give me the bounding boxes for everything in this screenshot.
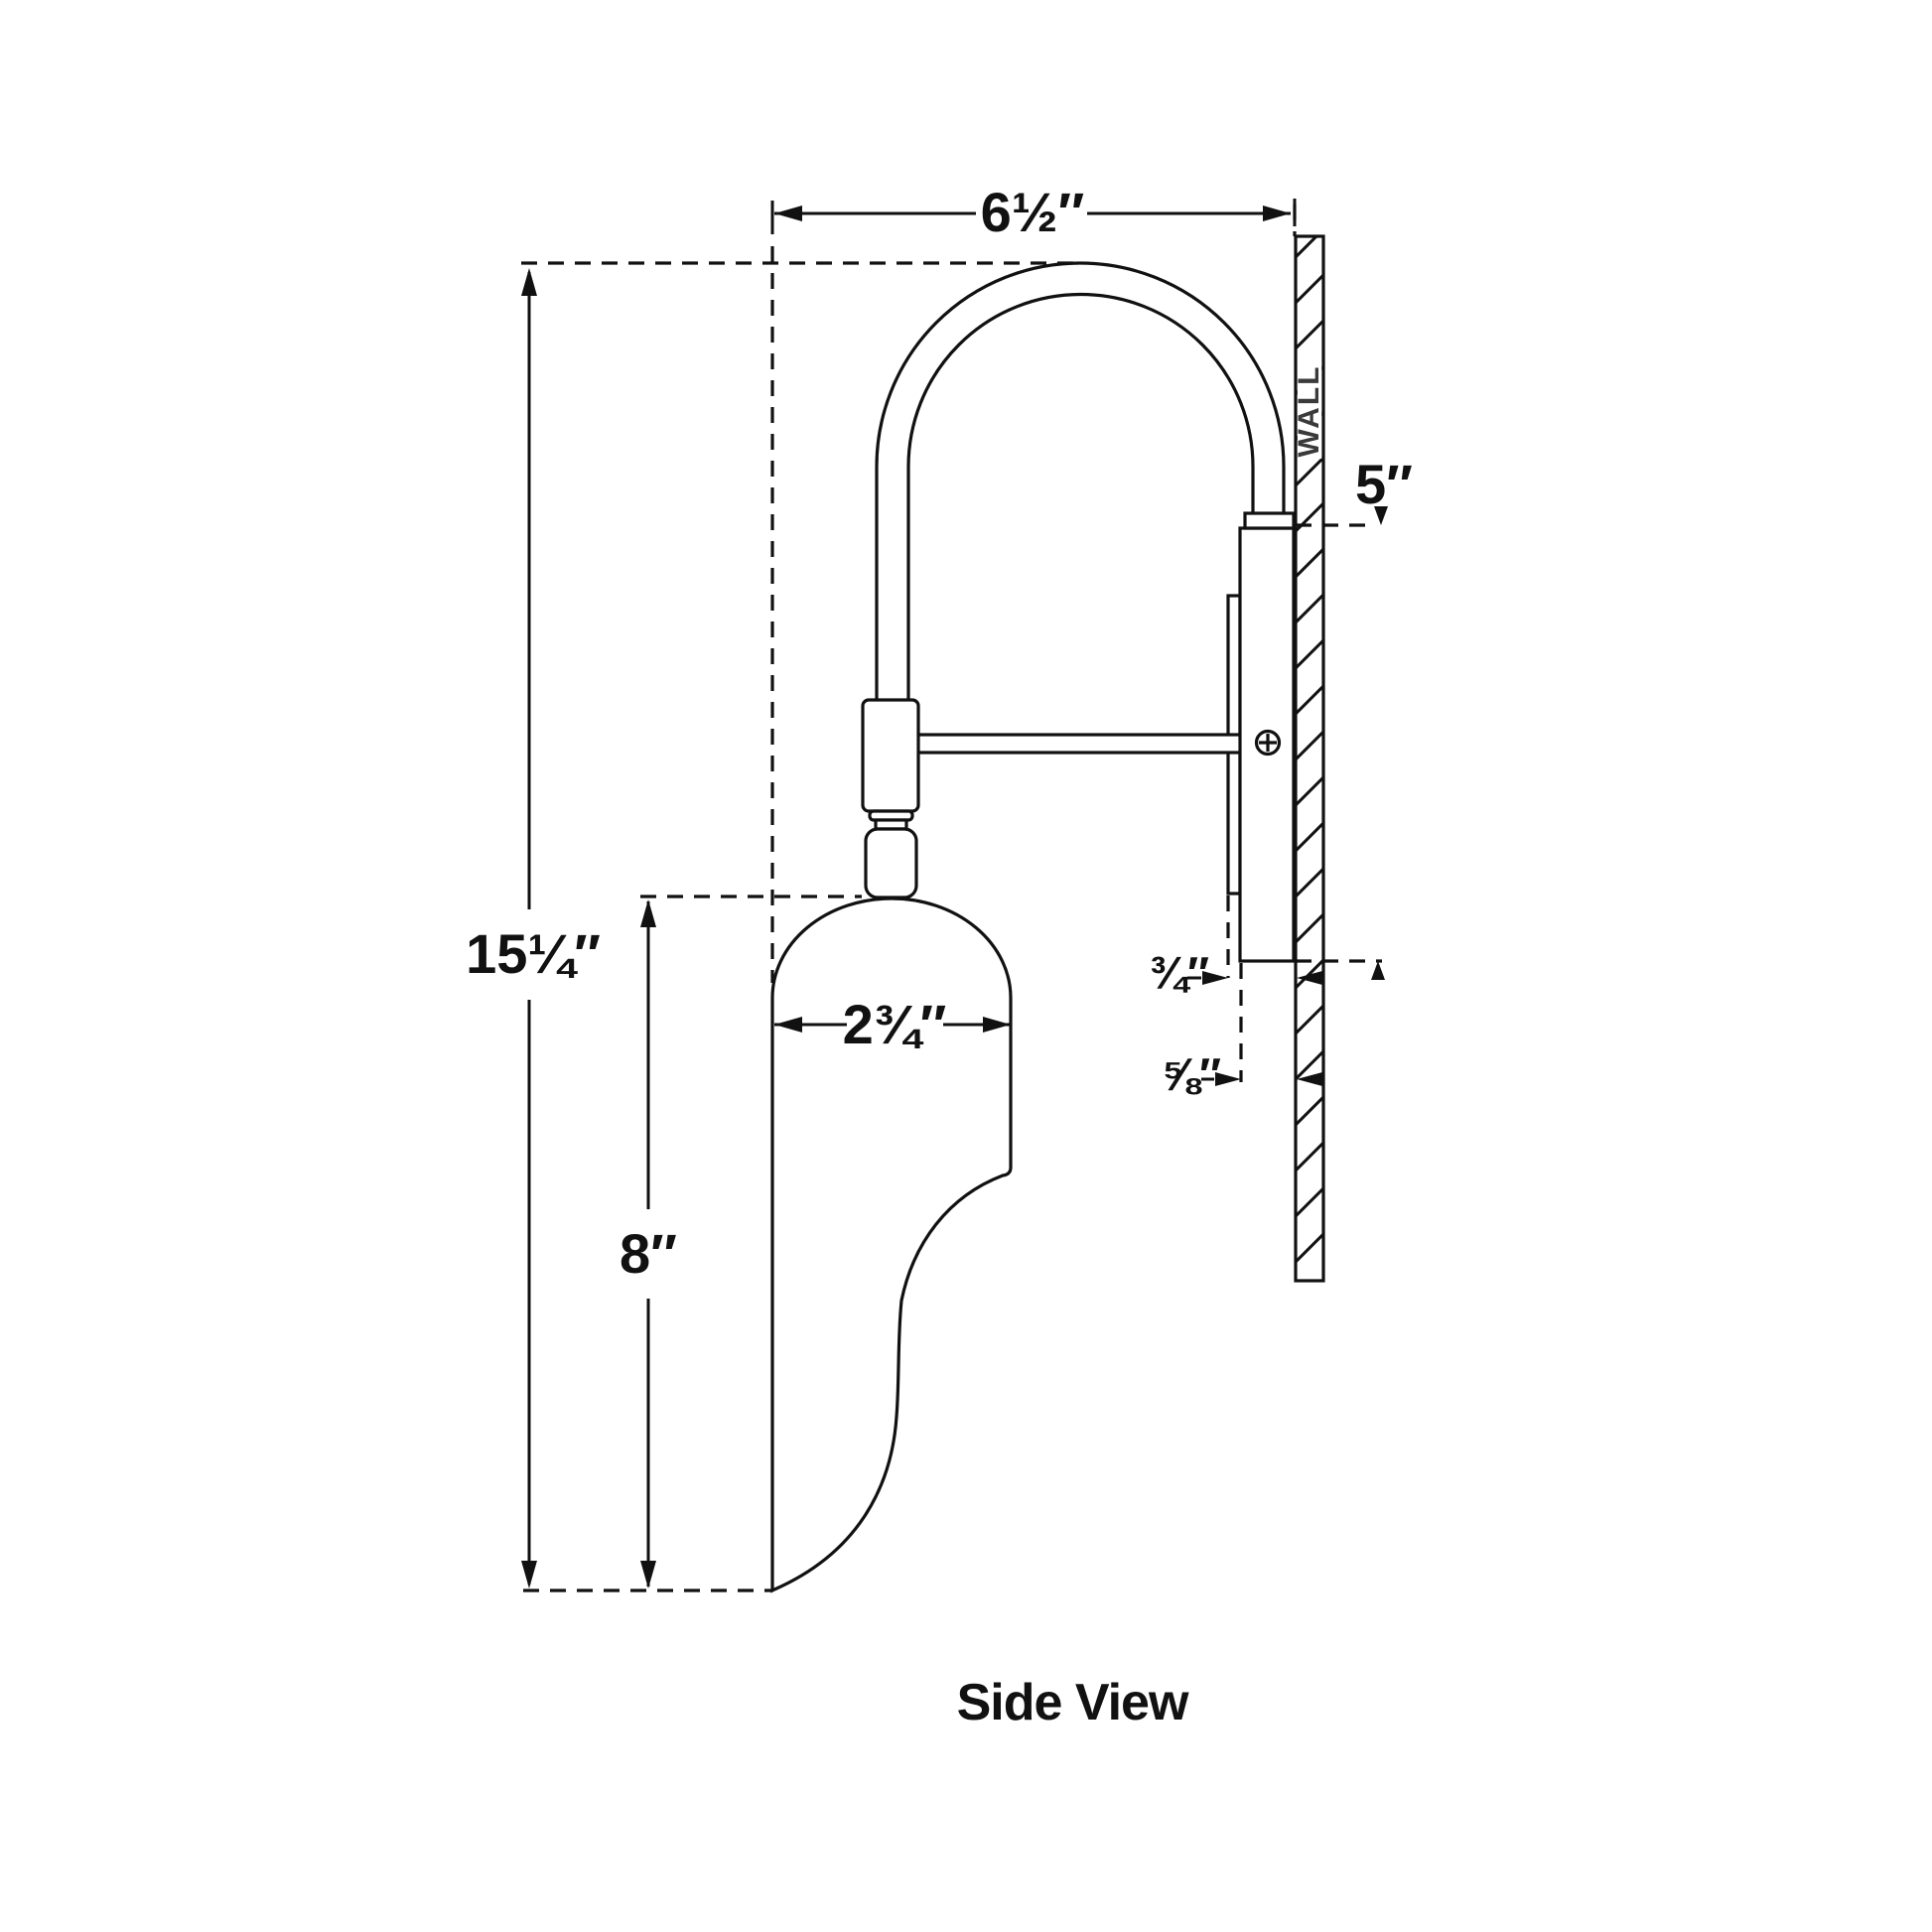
dim-label-projection: 6½″ xyxy=(981,181,1085,243)
arrow-right-icon xyxy=(1215,1072,1241,1086)
dimension-projection-width: 6½″ xyxy=(770,181,1297,243)
reference-lines xyxy=(521,205,1382,1592)
dimension-overall-height: 15¼″ xyxy=(466,268,601,1588)
tube-cap xyxy=(1243,511,1296,530)
arrow-left-icon xyxy=(1297,1072,1322,1086)
dimension-shade-height: 8″ xyxy=(620,899,677,1588)
dimension-backplate-height: 5″ xyxy=(1355,453,1413,980)
arrow-left-icon xyxy=(774,1017,802,1033)
arrow-right-icon xyxy=(1202,971,1228,985)
dim-label-backplate-height: 5″ xyxy=(1355,453,1413,515)
wall-label: WALL xyxy=(1293,365,1325,458)
arrow-down-icon xyxy=(640,1561,656,1588)
dim-label-overall-height: 15¼″ xyxy=(466,922,601,985)
socket-assembly xyxy=(861,698,920,899)
arrow-down-icon xyxy=(1374,506,1388,525)
arrow-up-icon xyxy=(521,268,537,296)
dim-label-shade-width: 2¾″ xyxy=(843,993,947,1055)
wall-outline xyxy=(1294,234,1325,1283)
dim-label-backplate-depth: ¾″ xyxy=(1150,947,1209,999)
arrow-left-icon xyxy=(774,206,802,221)
shade xyxy=(770,897,1013,1593)
dimension-canopy-inset: ⅝″ xyxy=(1162,1048,1322,1100)
view-title: Side View xyxy=(957,1674,1189,1731)
arrow-down-icon xyxy=(521,1561,537,1588)
shade-outline xyxy=(770,897,1013,1593)
arrow-up-icon xyxy=(640,899,656,927)
gooseneck-arm xyxy=(875,261,1286,702)
wall-section: WALL xyxy=(1293,234,1325,1283)
dimension-backplate-depth: ¾″ xyxy=(1150,947,1322,999)
wall-bracket xyxy=(912,511,1296,963)
screw-icon xyxy=(1254,729,1282,757)
wall-label-gap xyxy=(1297,361,1322,459)
arrow-left-icon xyxy=(1297,971,1322,985)
dim-label-shade-height: 8″ xyxy=(620,1222,677,1285)
mounting-arm xyxy=(912,733,1244,755)
dim-label-canopy-inset: ⅝″ xyxy=(1162,1048,1221,1100)
arrow-right-icon xyxy=(1263,206,1291,221)
socket-cup xyxy=(864,827,918,899)
dimension-shade-width: 2¾″ xyxy=(774,993,1011,1055)
gooseneck-outline xyxy=(875,261,1286,702)
arrow-right-icon xyxy=(983,1017,1011,1033)
arrow-up-icon xyxy=(1371,961,1385,980)
socket-body xyxy=(861,698,920,813)
